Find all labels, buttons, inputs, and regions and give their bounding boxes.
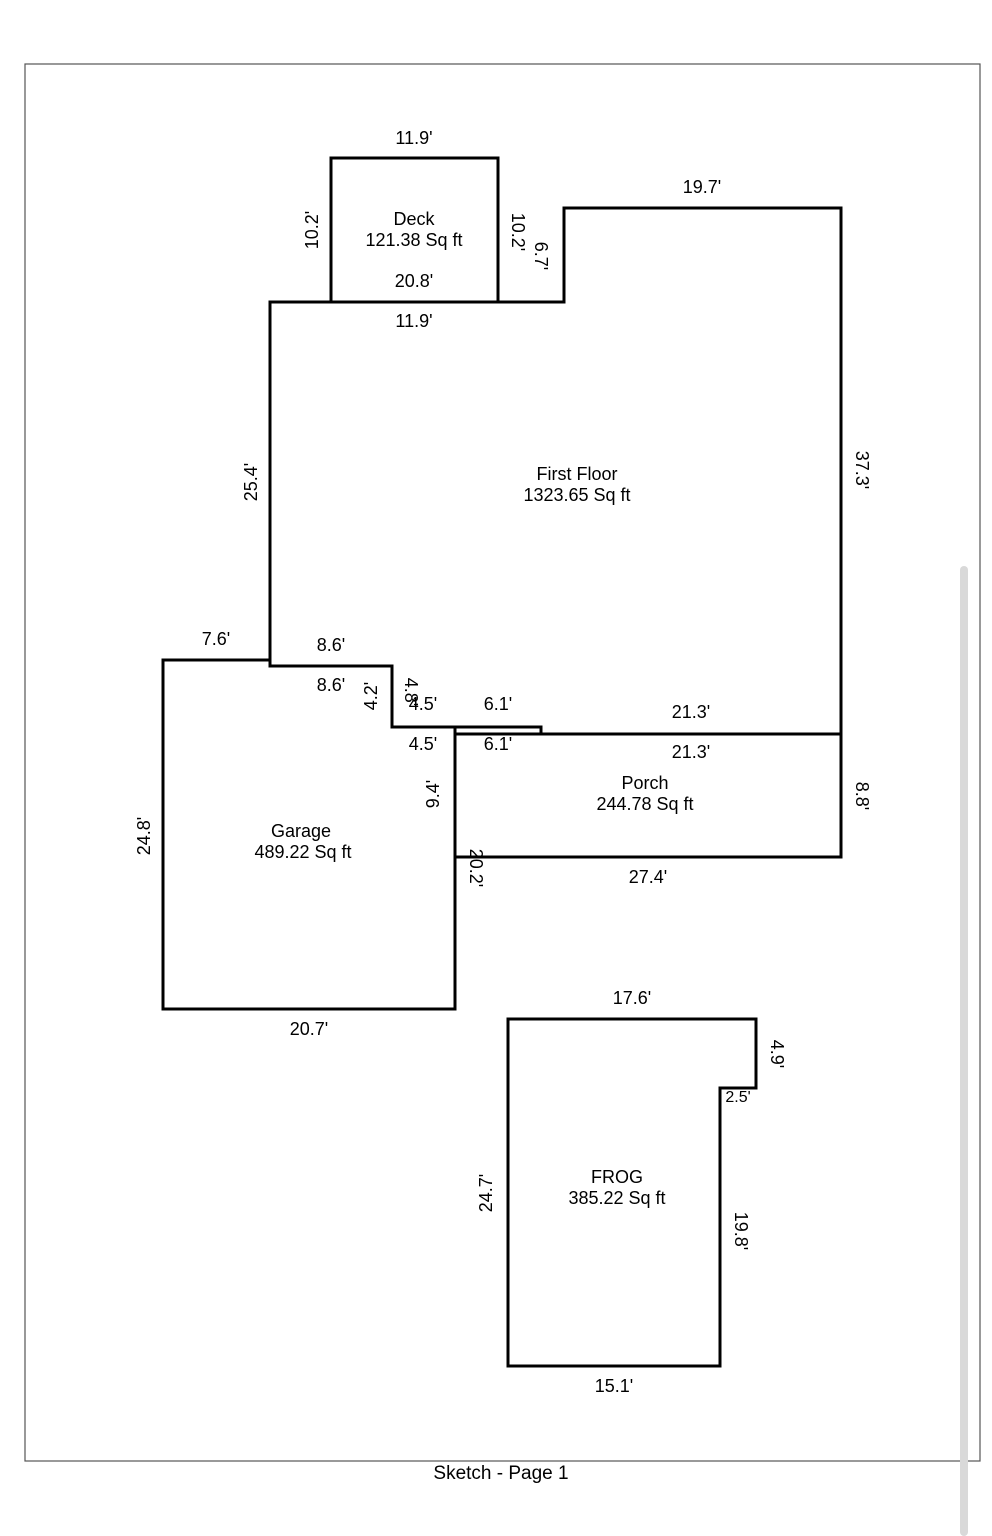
page-label: Sketch - Page 1 (433, 1463, 568, 1484)
dim-garage-left: 24.8' (134, 817, 154, 855)
page-frame (24, 63, 981, 1462)
dim-notch-v2: 4.8' (401, 678, 421, 706)
deck-area: 121.38 Sq ft (365, 230, 462, 250)
garage-name: Garage (271, 821, 331, 841)
dim-frog-top: 17.6' (613, 988, 651, 1008)
dim-deck-left: 10.2' (302, 211, 322, 249)
dim-ff-left: 25.4' (241, 463, 261, 501)
dim-notch-h: 4.5' (409, 694, 437, 714)
dim-ff-top-left: 11.9' (395, 311, 432, 331)
dim-notch-v: 4.2' (361, 682, 381, 710)
dim-garage-top-left: 7.6' (202, 629, 230, 649)
dim-garage-bottom: 20.7' (290, 1019, 328, 1039)
dim-frog-notch-v: 4.9' (767, 1040, 787, 1068)
dim-ff-step: 6.7' (531, 242, 551, 270)
first-floor-area: 1323.65 Sq ft (523, 485, 630, 505)
dim-deck-bottom: 20.8' (395, 271, 433, 291)
dim-frog-notch-h: 2.5' (725, 1089, 750, 1106)
dim-notch-h2: 4.5' (409, 734, 437, 754)
frog-area: 385.22 Sq ft (568, 1188, 665, 1208)
garage-outline (161, 658, 457, 1011)
dim-porch-bottom: 27.4' (629, 867, 667, 887)
dim-porch-right: 8.8' (852, 782, 872, 810)
dim-mid-b: 6.1' (484, 734, 512, 754)
porch-outline (453, 732, 843, 859)
dim-ff-top-right: 19.7' (683, 177, 721, 197)
porch-name: Porch (621, 773, 668, 793)
dim-mid-a: 6.1' (484, 694, 512, 714)
dim-porch-top: 21.3' (672, 742, 710, 762)
first-floor-name: First Floor (537, 464, 618, 484)
garage-area: 489.22 Sq ft (254, 842, 351, 862)
dim-ff-bottom-r: 21.3' (672, 702, 710, 722)
dim-garage-inner: 9.4' (423, 780, 443, 808)
dim-ff-bottom-a2: 8.6' (317, 675, 345, 695)
dim-ff-bottom-a: 8.6' (317, 635, 345, 655)
dim-deck-top: 11.9' (395, 128, 432, 148)
frog-name: FROG (591, 1167, 643, 1187)
dim-garage-right: 20.2' (466, 849, 486, 887)
dim-frog-left: 24.7' (476, 1174, 496, 1212)
dim-frog-right: 19.8' (731, 1212, 751, 1250)
scrollbar[interactable] (960, 566, 968, 1536)
dim-ff-right: 37.3' (852, 451, 872, 489)
deck-name: Deck (393, 209, 435, 229)
porch-area: 244.78 Sq ft (596, 794, 693, 814)
dim-deck-right: 10.2' (508, 213, 528, 251)
dim-frog-bottom: 15.1' (595, 1376, 633, 1396)
frog-outline (506, 1017, 758, 1368)
